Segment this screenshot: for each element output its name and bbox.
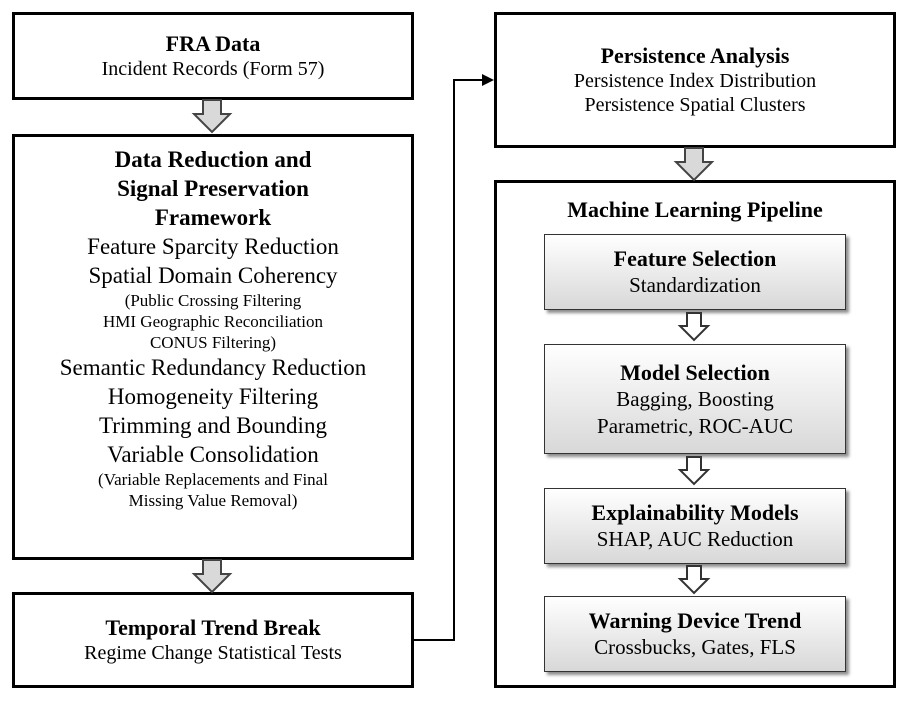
stage-title: Feature Selection bbox=[613, 246, 777, 271]
fra-data-title: FRA Data bbox=[165, 31, 261, 56]
reduction-item: Semantic Redundancy Reduction bbox=[59, 355, 367, 380]
data-reduction-title-2: Signal Preservation bbox=[117, 176, 309, 201]
data-reduction-box: Data Reduction and Signal Preservation F… bbox=[12, 134, 414, 560]
persistence-line: Persistence Spatial Clusters bbox=[584, 94, 806, 116]
stage-line: Bagging, Boosting bbox=[616, 386, 774, 411]
stage-line: Crossbucks, Gates, FLS bbox=[594, 635, 796, 659]
reduction-item: Homogeneity Filtering bbox=[107, 384, 319, 409]
reduction-item: Feature Sparcity Reduction bbox=[87, 234, 339, 259]
persistence-line: Persistence Index Distribution bbox=[573, 70, 817, 92]
fra-data-box: FRA Data Incident Records (Form 57) bbox=[12, 12, 414, 100]
reduction-note: (Public Crossing Filtering bbox=[124, 291, 302, 310]
temporal-trend-box: Temporal Trend Break Regime Change Stati… bbox=[12, 592, 414, 688]
down-arrow-icon bbox=[677, 565, 711, 595]
down-arrow-icon bbox=[677, 312, 711, 342]
reduction-item: Trimming and Bounding bbox=[99, 413, 327, 438]
reduction-note: HMI Geographic Reconciliation bbox=[103, 312, 323, 331]
temporal-trend-title: Temporal Trend Break bbox=[105, 615, 321, 640]
temporal-trend-line: Regime Change Statistical Tests bbox=[84, 642, 342, 664]
stage-line: Standardization bbox=[629, 273, 761, 297]
model-selection-stage: Model Selection Bagging, Boosting Parame… bbox=[544, 344, 846, 454]
stage-line: SHAP, AUC Reduction bbox=[596, 527, 794, 551]
feature-selection-stage: Feature Selection Standardization bbox=[544, 234, 846, 310]
down-arrow-icon bbox=[191, 559, 233, 594]
down-arrow-icon bbox=[191, 99, 233, 134]
persistence-box: Persistence Analysis Persistence Index D… bbox=[494, 12, 896, 148]
data-reduction-title-3: Framework bbox=[154, 205, 272, 230]
ml-pipeline-title: Machine Learning Pipeline bbox=[567, 197, 823, 222]
reduction-item: Spatial Domain Coherency bbox=[88, 263, 338, 288]
stage-title: Explainability Models bbox=[591, 500, 799, 525]
reduction-item: Variable Consolidation bbox=[107, 442, 319, 467]
stage-line: Parametric, ROC-AUC bbox=[597, 413, 793, 438]
warning-device-stage: Warning Device Trend Crossbucks, Gates, … bbox=[544, 596, 846, 672]
down-arrow-icon bbox=[677, 456, 711, 486]
explainability-stage: Explainability Models SHAP, AUC Reductio… bbox=[544, 488, 846, 564]
reduction-note: (Variable Replacements and Final bbox=[98, 470, 328, 489]
stage-title: Model Selection bbox=[620, 359, 770, 385]
persistence-title: Persistence Analysis bbox=[600, 43, 790, 68]
fra-data-line: Incident Records (Form 57) bbox=[101, 58, 325, 80]
connector-line bbox=[414, 79, 484, 641]
arrowhead-icon bbox=[482, 74, 494, 86]
reduction-note: Missing Value Removal) bbox=[128, 491, 298, 510]
reduction-note: CONUS Filtering) bbox=[149, 333, 277, 352]
data-reduction-title-1: Data Reduction and bbox=[114, 147, 312, 172]
stage-title: Warning Device Trend bbox=[588, 608, 802, 633]
down-arrow-icon bbox=[673, 147, 715, 182]
